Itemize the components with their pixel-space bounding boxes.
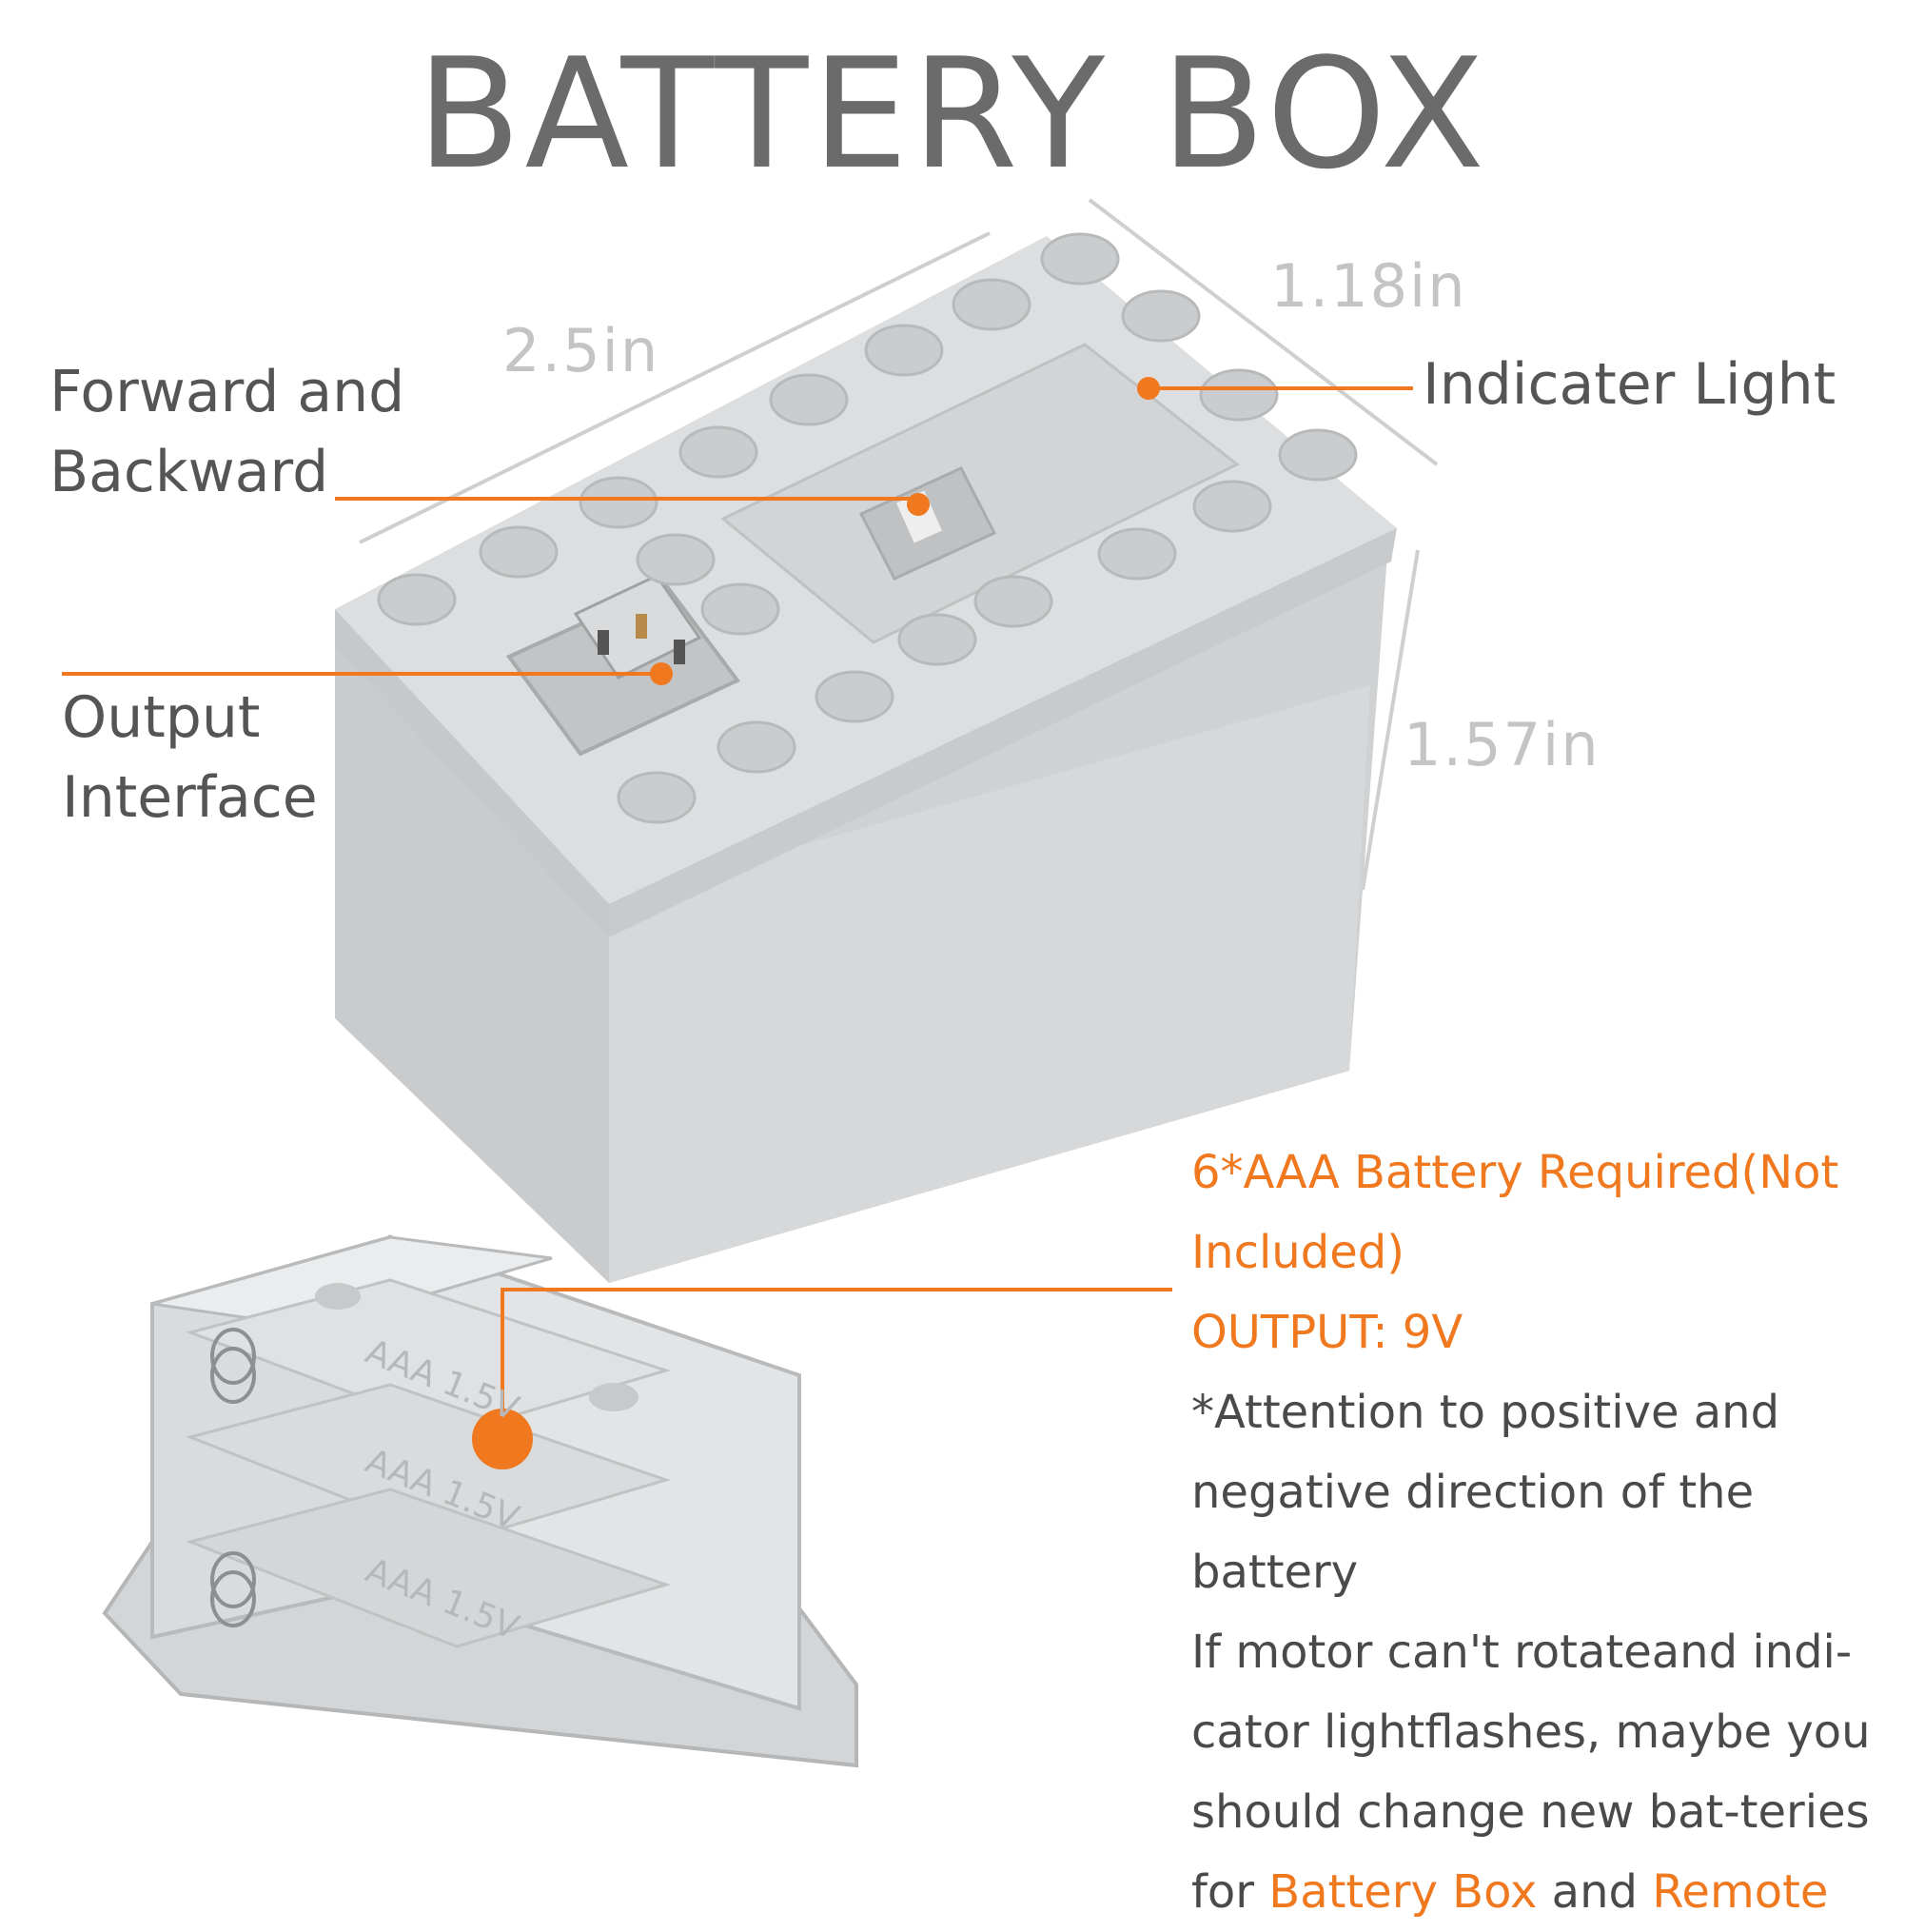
battery-box-top-unit bbox=[335, 232, 1397, 1283]
replacement-note: If motor can't rotateand indi-cator ligh… bbox=[1191, 1612, 1876, 1932]
switch-pointer-dot bbox=[907, 493, 930, 516]
length-dimension-label: 2.5in bbox=[502, 316, 660, 385]
output-connector bbox=[505, 574, 741, 757]
width-dimension-line bbox=[1088, 198, 1439, 466]
length-dimension-line bbox=[359, 231, 991, 544]
battery-required-text: 6*AAA Battery Required(Not Included) bbox=[1191, 1146, 1839, 1279]
output-interface-label: Output Interface bbox=[62, 678, 318, 838]
battery-info-block: 6*AAA Battery Required(Not Included) OUT… bbox=[1191, 1133, 1876, 1932]
battery-pointer-dot bbox=[472, 1409, 533, 1469]
page-title: BATTERY BOX bbox=[416, 25, 1489, 203]
forward-backward-line-1: Forward and bbox=[49, 359, 405, 425]
height-dimension-label: 1.57in bbox=[1404, 710, 1601, 779]
battery-info-leader bbox=[501, 1288, 1172, 1439]
output-voltage-text: OUTPUT: 9V bbox=[1191, 1306, 1463, 1359]
width-dimension-label: 1.18in bbox=[1270, 251, 1467, 321]
indicator-light-label: Indicater Light bbox=[1423, 351, 1836, 418]
replacement-note-prefix: If motor can't rotateand indi-cator ligh… bbox=[1191, 1626, 1871, 1919]
output-interface-line-2: Interface bbox=[62, 764, 318, 831]
indicator-pointer-dot bbox=[1137, 377, 1160, 400]
output-pointer-dot bbox=[650, 662, 673, 685]
forward-backward-label: Forward and Backward bbox=[49, 352, 404, 512]
battery-holder-bottom-unit bbox=[102, 1234, 858, 1768]
battery-box-highlight: Battery Box bbox=[1268, 1865, 1538, 1919]
attention-text: *Attention to positive and negative dire… bbox=[1191, 1386, 1780, 1599]
height-dimension-line bbox=[1361, 549, 1420, 891]
output-interface-line-1: Output bbox=[62, 684, 261, 751]
forward-backward-line-2: Backward bbox=[49, 439, 329, 505]
replacement-note-and: and bbox=[1537, 1865, 1653, 1919]
remote-highlight: Remote bbox=[1652, 1865, 1829, 1919]
